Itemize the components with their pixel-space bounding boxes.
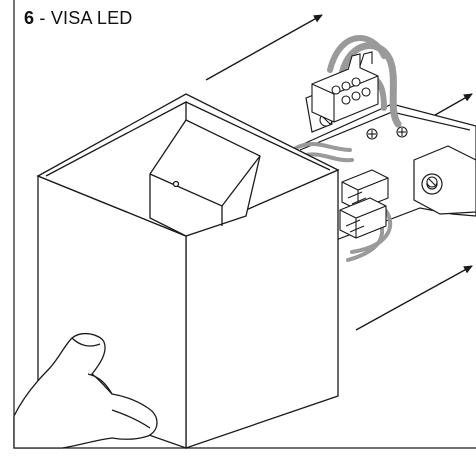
screw-icon xyxy=(426,176,438,188)
step-number: 6 xyxy=(24,8,35,28)
step-title: VISA LED xyxy=(50,8,133,28)
cable-clamp-icon xyxy=(339,169,389,239)
screw-icon xyxy=(366,128,378,140)
screw-icon xyxy=(396,126,408,138)
cube-housing xyxy=(36,93,340,449)
arrow-icon xyxy=(205,14,323,81)
terminal-block-icon xyxy=(311,51,379,123)
hand-icon xyxy=(13,332,158,449)
step-separator: - xyxy=(34,8,51,28)
step-caption: 6 - VISA LED xyxy=(24,8,132,28)
frame-border xyxy=(13,0,476,449)
arrow-icon xyxy=(355,265,473,331)
